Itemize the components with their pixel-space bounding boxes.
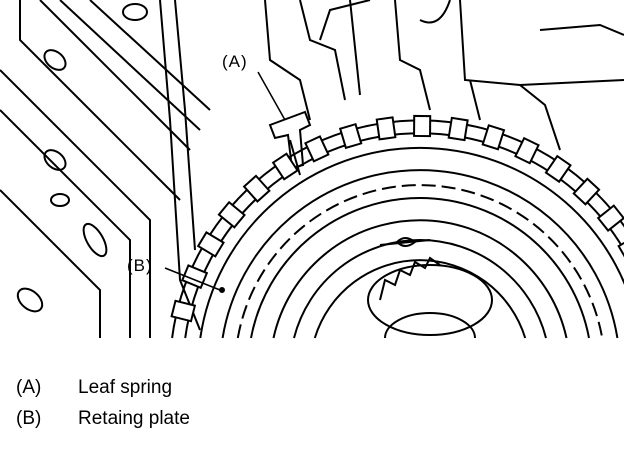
leader-line-a bbox=[257, 71, 286, 121]
drum-tooth bbox=[596, 204, 624, 232]
legend-key: (B) bbox=[16, 408, 42, 429]
drum-tooth bbox=[617, 234, 624, 262]
drum-ring bbox=[250, 196, 590, 339]
drum-tooth bbox=[375, 116, 397, 141]
drum-tooth bbox=[271, 152, 299, 181]
legend-label: Leaf spring bbox=[78, 377, 173, 398]
drum-tooth bbox=[196, 230, 225, 258]
drum-ring bbox=[313, 259, 527, 339]
clutch-drum bbox=[171, 119, 624, 339]
case-ribs bbox=[0, 0, 211, 338]
drum-teeth bbox=[170, 114, 624, 323]
drum-tooth bbox=[447, 116, 469, 142]
hub bbox=[367, 237, 493, 339]
drum-tooth bbox=[217, 200, 246, 229]
legend-key: (A) bbox=[16, 377, 42, 398]
drum-ring bbox=[236, 184, 604, 339]
callout-b: (B) bbox=[127, 256, 153, 275]
drum-tooth bbox=[338, 122, 363, 150]
legend-label: Retaing plate bbox=[78, 408, 190, 429]
drum-tooth bbox=[170, 299, 197, 323]
drum-tooth bbox=[242, 174, 271, 203]
drum-ring bbox=[199, 146, 624, 339]
drum-tooth bbox=[481, 124, 506, 151]
drum-tooth bbox=[413, 114, 432, 138]
drum-tooth bbox=[544, 154, 572, 184]
transmission-diagram bbox=[0, 0, 624, 339]
drum-ring bbox=[221, 169, 619, 339]
legend: (A) Leaf spring (B) Retaing plate bbox=[16, 372, 190, 434]
leader-line-b bbox=[164, 267, 221, 291]
drum-ring bbox=[293, 239, 547, 339]
legend-item: (B) Retaing plate bbox=[16, 403, 190, 434]
callout-a: (A) bbox=[222, 52, 248, 71]
leader-dot-b bbox=[219, 287, 225, 293]
drum-tooth bbox=[572, 177, 601, 206]
case-upper bbox=[264, 0, 624, 151]
drum-tooth bbox=[304, 135, 330, 163]
drum-ring bbox=[272, 219, 568, 339]
legend-item: (A) Leaf spring bbox=[16, 372, 190, 403]
drum-tooth bbox=[514, 136, 540, 165]
